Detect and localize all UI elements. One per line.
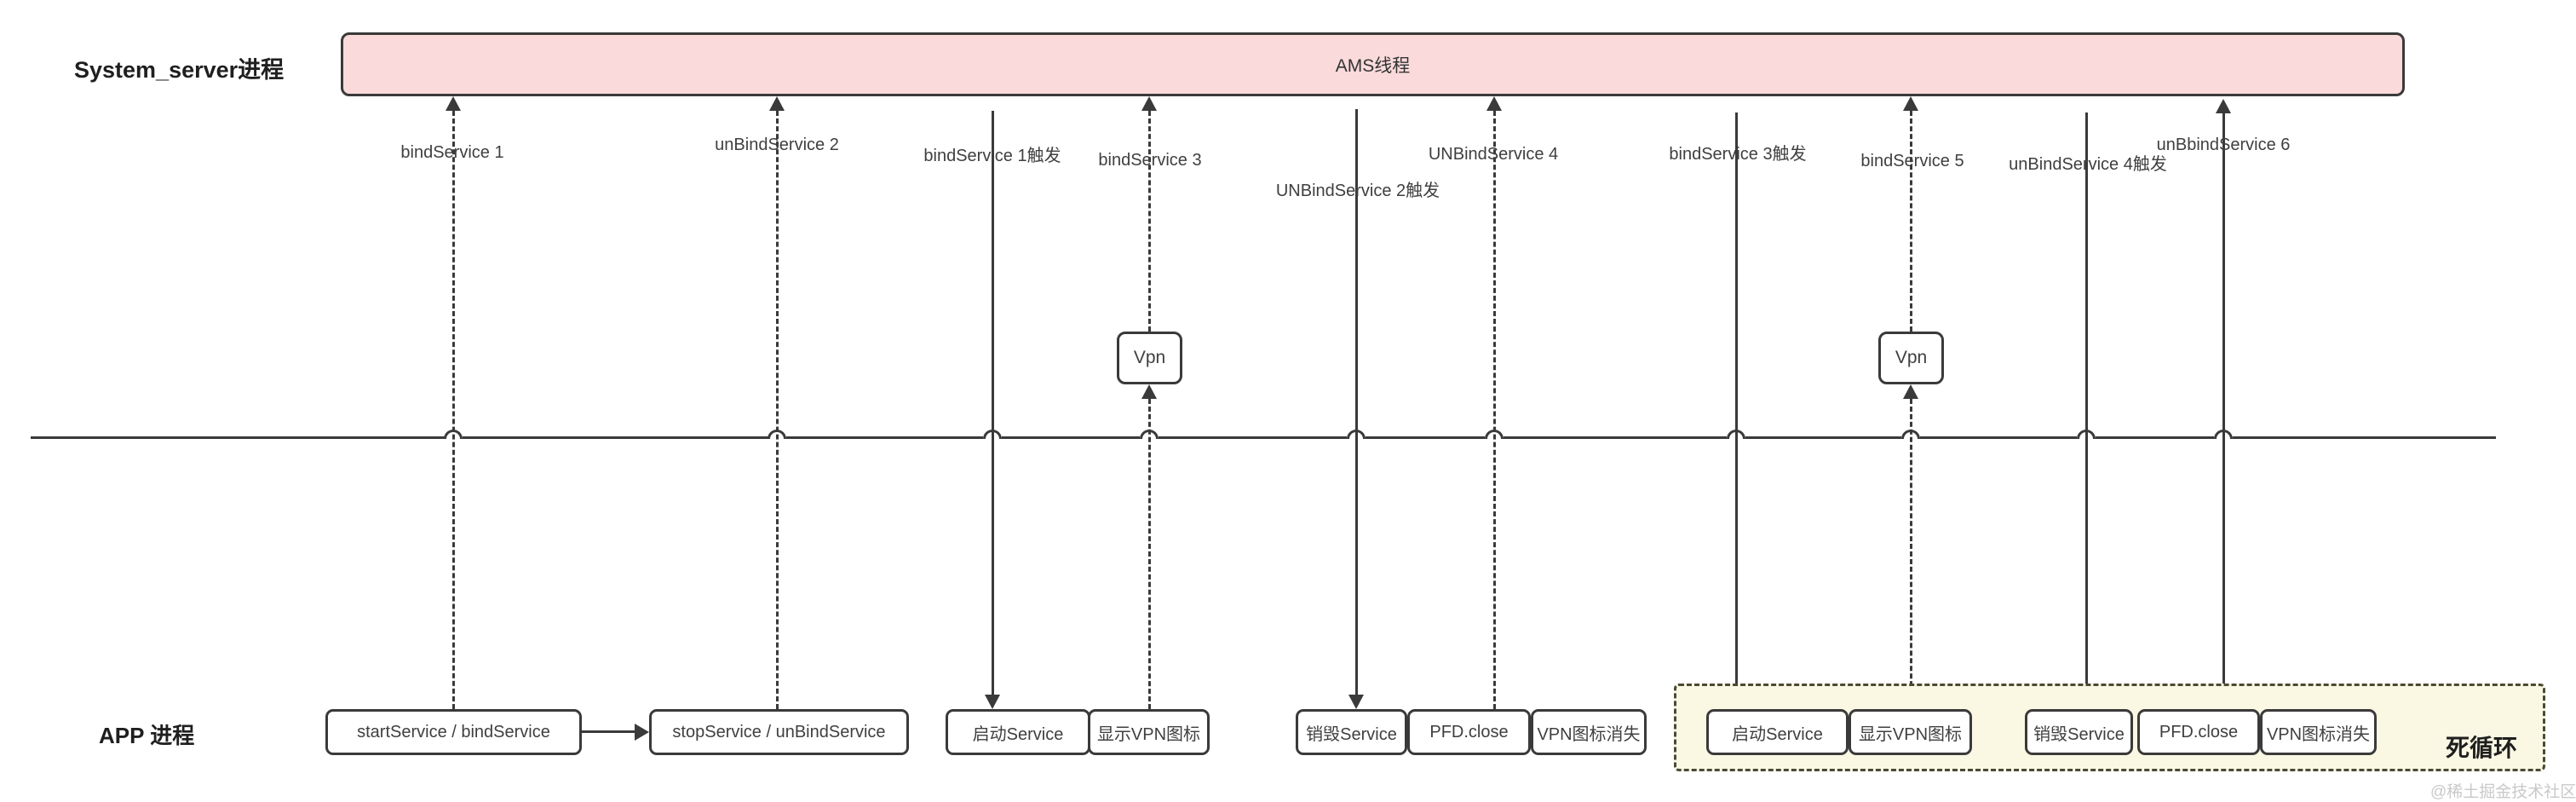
message-label: UNBindService 2触发 (1275, 182, 1440, 200)
arrowhead-up-icon (1486, 96, 1502, 111)
message-label: unBbindService 6 (2156, 136, 2291, 154)
app-box-label: 显示VPN图标 (1858, 724, 1963, 744)
arrow-line (582, 730, 636, 733)
app-box-stopservice: stopService / unBindService (649, 709, 909, 755)
message-label: UNBindService 4 (1428, 145, 1559, 164)
lifeline-segment (2096, 436, 2214, 439)
message-label: bindService 3触发 (1669, 145, 1807, 164)
message-line-bindservice-5-lower (1910, 399, 1912, 709)
app-box-label: VPN图标消失 (2266, 724, 2371, 744)
arrowhead-up-icon (2216, 99, 2231, 113)
app-box-start-service-2: 启动Service (1706, 709, 1849, 755)
lifeline-segment (786, 436, 983, 439)
lifeline-segment (1366, 436, 1485, 439)
message-line-bindservice-1 (452, 111, 455, 709)
ams-thread-label: AMS线程 (1335, 55, 1411, 76)
vpn-box-label: Vpn (1895, 348, 1928, 367)
app-box-destroy-service-2: 销毁Service (2025, 709, 2133, 755)
app-box-show-vpn-icon: 显示VPN图标 (1088, 709, 1210, 755)
message-line-bindservice-5-upper (1910, 111, 1912, 332)
vpn-box: Vpn (1117, 332, 1182, 384)
message-label: bindService 1 (400, 143, 504, 162)
lifeline-segment (1002, 436, 1140, 439)
arrowhead-up-icon (1141, 96, 1157, 111)
vpn-box: Vpn (1878, 332, 1944, 384)
message-label: bindService 5 (1860, 152, 1964, 170)
lifeline-segment (2233, 436, 2496, 439)
message-line-unbindservice-4-trigger (2085, 113, 2088, 696)
lifeline-segment (1504, 436, 1727, 439)
app-box-pfd-close: PFD.close (1407, 709, 1531, 755)
app-box-vpn-icon-gone: VPN图标消失 (1531, 709, 1647, 755)
app-box-label: PFD.close (1429, 722, 1509, 741)
app-process-label: APP 进程 (99, 723, 195, 748)
app-box-vpn-icon-gone-2: VPN图标消失 (2260, 709, 2377, 755)
message-line-unbindservice-2-trigger (1355, 109, 1358, 696)
lifeline-segment (1920, 436, 2077, 439)
arrowhead-up-icon (769, 96, 785, 111)
vpn-box-label: Vpn (1133, 348, 1166, 367)
app-box-startservice: startService / bindService (325, 709, 582, 755)
arrowhead-right-icon (635, 724, 649, 741)
arrowhead-down-icon (1348, 695, 1364, 709)
message-line-unbbindservice-6 (2222, 113, 2225, 709)
arrowhead-down-icon (985, 695, 1000, 709)
dead-loop-label: 死循环 (2445, 735, 2518, 761)
system-server-process-label: System_server进程 (74, 57, 285, 83)
message-label: unBindService 2 (715, 136, 839, 154)
app-box-label: PFD.close (2159, 722, 2239, 741)
app-box-label: stopService / unBindService (672, 722, 886, 741)
app-box-label: 销毁Service (1306, 724, 1397, 744)
app-box-destroy-service: 销毁Service (1296, 709, 1407, 755)
ams-thread-bar: AMS线程 (341, 32, 2405, 96)
lifeline-segment (1159, 436, 1347, 439)
app-box-pfd-close-2: PFD.close (2137, 709, 2260, 755)
watermark: @稀土掘金技术社区 (2430, 783, 2576, 801)
app-box-label: startService / bindService (357, 722, 550, 741)
arrowhead-up-icon (1903, 96, 1918, 111)
arrowhead-up-icon (446, 96, 461, 111)
message-label: unBindService 4触发 (2009, 155, 2167, 174)
message-line-unbindservice-2 (776, 111, 779, 709)
app-box-label: 启动Service (972, 724, 1064, 744)
app-box-start-service: 启动Service (946, 709, 1090, 755)
app-box-show-vpn-icon-2: 显示VPN图标 (1849, 709, 1972, 755)
lifeline-segment (31, 436, 445, 439)
lifeline-segment (1745, 436, 1901, 439)
message-line-bindservice-1-trigger (992, 111, 994, 696)
lifeline-segment (463, 436, 768, 439)
app-box-label: 显示VPN图标 (1096, 724, 1201, 744)
app-box-label: VPN图标消失 (1537, 724, 1641, 744)
message-line-bindservice-3-trigger (1735, 113, 1738, 696)
message-line-bindservice-3-upper (1148, 111, 1151, 332)
message-line-unbindservice-4 (1493, 111, 1496, 709)
arrowhead-up-icon (1141, 384, 1157, 399)
app-box-label: 销毁Service (2033, 724, 2125, 744)
message-label: bindService 3 (1098, 151, 1202, 170)
message-line-bindservice-3-lower (1148, 399, 1151, 709)
app-box-label: 启动Service (1732, 724, 1823, 744)
arrowhead-up-icon (1903, 384, 1918, 399)
message-label: bindService 1触发 (923, 147, 1061, 165)
